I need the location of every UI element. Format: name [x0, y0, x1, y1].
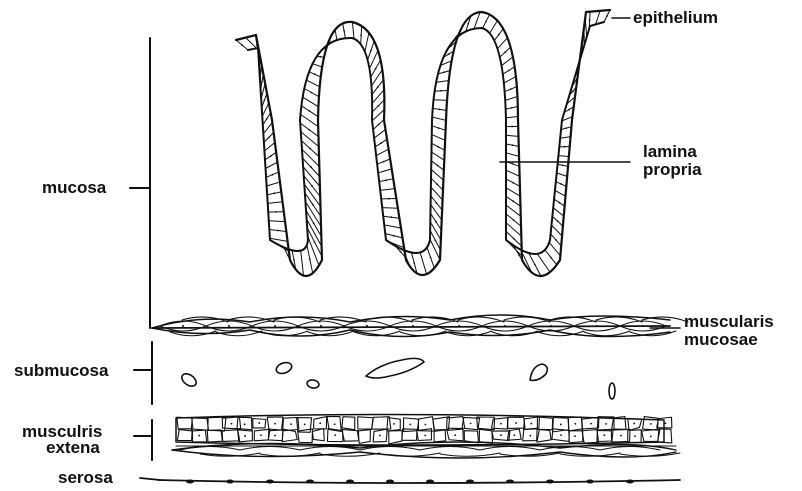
- mucosa-villi: [236, 10, 610, 276]
- epithelium-label: epithelium: [633, 9, 718, 26]
- muscularis-externa-label-line2: extena: [46, 439, 100, 456]
- villi-outer-outline: [236, 10, 610, 276]
- muscularis-externa-bracket: [134, 420, 152, 460]
- serosa-label: serosa: [58, 469, 113, 486]
- epithelial-cells: [236, 10, 610, 276]
- circular-muscle-cells: [177, 417, 672, 444]
- longitudinal-muscle-cells: [180, 447, 680, 457]
- villi-inner-outline: [248, 22, 604, 254]
- mucosa-bracket: [130, 38, 150, 328]
- muscularis-mucosae-label-line2: mucosae: [684, 331, 758, 348]
- muscularis-mucosae-label-line1: muscularis: [684, 313, 774, 330]
- muscularis-externa-circular: [176, 414, 672, 445]
- serosa-layer: [140, 478, 680, 484]
- submucosa-label: submucosa: [14, 362, 108, 379]
- lamina-propria-label-line1: lamina: [643, 143, 697, 160]
- submucosa-vessels: [180, 358, 615, 399]
- lamina-propria-label-line2: propria: [643, 161, 702, 178]
- muscularis-mucosae-layer: [152, 315, 688, 337]
- submucosa-bracket: [134, 342, 152, 404]
- mucosa-label: mucosa: [42, 179, 106, 196]
